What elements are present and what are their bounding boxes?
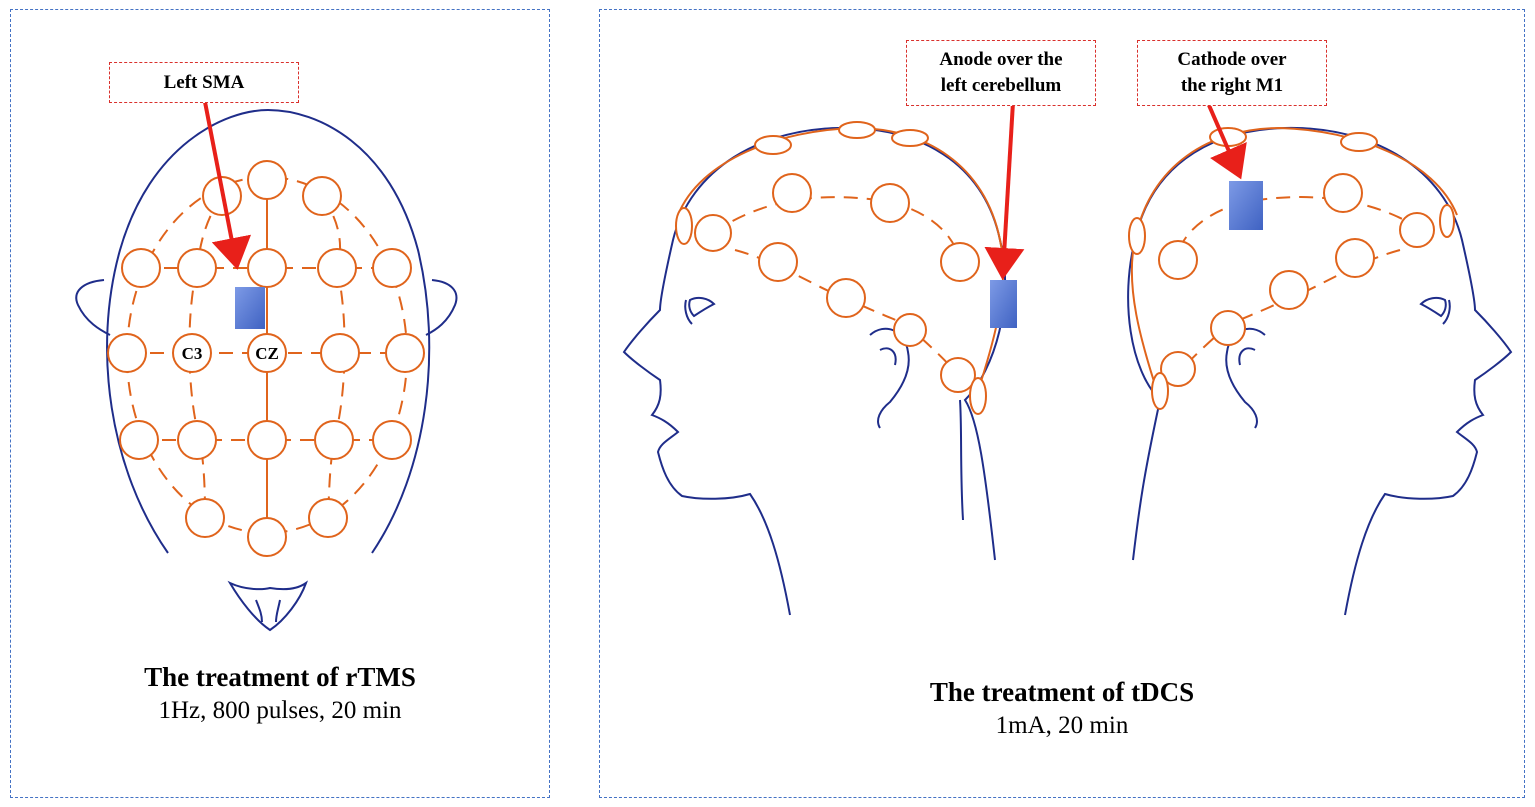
cathode-label-line2: the right M1: [1180, 75, 1284, 96]
right-profile-electrodes: [1128, 127, 1455, 410]
left-sma-arrow: [203, 101, 252, 270]
tdcs-title: The treatment of tDCS: [929, 677, 1195, 707]
rtms-caption: The treatment of rTMS 1Hz, 800 pulses, 2…: [10, 662, 550, 725]
electrode-cz-label: CZ: [255, 344, 279, 363]
anode-arrow: [984, 101, 1025, 280]
left-profile-electrodes: [675, 121, 987, 415]
rtms-panel: [10, 9, 550, 798]
cathode-label: Cathode over the right M1: [1137, 40, 1327, 106]
rtms-target-pad: [235, 287, 265, 329]
electrode-c3-label: C3: [182, 344, 203, 363]
anode-label-line1: Anode over the: [939, 49, 1063, 70]
tdcs-panel: [599, 9, 1525, 798]
rtms-params: 1Hz, 800 pulses, 20 min: [158, 697, 402, 724]
cathode-label-line1: Cathode over: [1177, 49, 1287, 70]
anode-label: Anode over the left cerebellum: [906, 40, 1096, 106]
rtms-title: The treatment of rTMS: [144, 662, 416, 692]
anode-pad: [990, 280, 1017, 328]
left-sma-label-text: Left SMA: [163, 71, 245, 93]
tdcs-caption: The treatment of tDCS 1mA, 20 min: [599, 677, 1525, 740]
cathode-arrow: [1206, 102, 1247, 180]
left-sma-label: Left SMA: [109, 62, 299, 103]
cathode-pad: [1229, 181, 1263, 230]
anode-label-line2: left cerebellum: [940, 75, 1062, 96]
top-view-electrodes: [107, 160, 425, 557]
top-view-head: [75, 108, 458, 632]
tdcs-params: 1mA, 20 min: [995, 712, 1129, 739]
